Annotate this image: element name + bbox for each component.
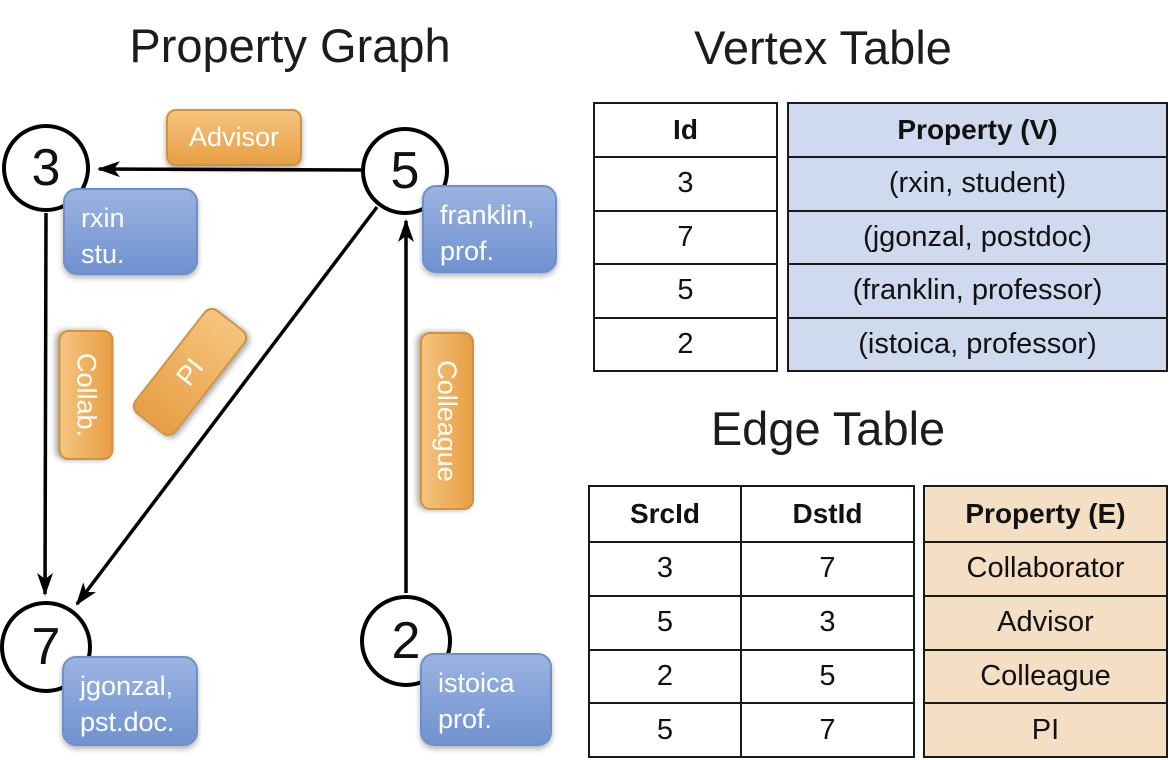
graph-title: Property Graph xyxy=(129,19,451,72)
edge-label-collab-wrapper: Collab. xyxy=(58,330,113,460)
edge-table-dst-cell: 7 xyxy=(819,552,836,585)
edge-label-advisor: Advisor xyxy=(166,109,302,166)
edge-5-to-3-advisor xyxy=(97,161,362,178)
vertex-circle-5: 5 xyxy=(361,127,449,215)
edge-table-src-cell: 5 xyxy=(590,596,742,649)
vertex-property-line: pst.doc. xyxy=(80,706,175,737)
vertex-table-id-header: Id xyxy=(673,114,698,145)
edge-table-dst-cell: 7 xyxy=(819,713,836,746)
vertex-table-id-cell: 3 xyxy=(677,167,694,200)
vertex-property-box-2: istoica prof. xyxy=(420,653,552,746)
vertex-table-id-cell: 5 xyxy=(677,274,694,307)
edge-table-property-header: Property (E) xyxy=(965,498,1126,529)
vertex-property-line: stu. xyxy=(81,238,125,269)
vertex-id-3: 3 xyxy=(31,139,61,197)
vertex-property-line: prof. xyxy=(438,703,493,734)
edge-table-property-cell: PI xyxy=(1031,713,1060,746)
vertex-circle-2: 2 xyxy=(360,595,452,687)
vertex-table-id-cell: 7 xyxy=(677,220,694,253)
edge-table-dst-cell: 3 xyxy=(819,606,836,639)
edge-label-colleague-wrapper: Colleague xyxy=(420,332,474,510)
edge-table-property-cell: Colleague xyxy=(980,659,1111,692)
vertex-table-property-cell: (rxin, student) xyxy=(888,167,1067,200)
vertex-id-7: 7 xyxy=(31,618,61,676)
edge-table-dstid-header: DstId xyxy=(792,498,863,529)
vertex-property-line: franklin, xyxy=(440,200,535,230)
vertex-table-property-cell: (istoica, professor) xyxy=(858,327,1097,360)
edge-3-to-7-collab xyxy=(37,212,54,596)
vertex-property-line: rxin xyxy=(81,203,125,233)
edge-table-src-cell: 2 xyxy=(590,650,742,703)
vertex-table-property-cell: (franklin, professor) xyxy=(852,274,1103,307)
vertex-table-property-header: Property (V) xyxy=(897,114,1058,145)
edge-table-ids-columns: SrcId DstId 3 7 5 3 2 5 5 7 xyxy=(588,485,915,758)
vertex-property-line: prof. xyxy=(440,235,495,266)
vertex-table-id-cell: 2 xyxy=(677,327,694,360)
edge-label-collab: Collab. xyxy=(58,330,113,460)
edge-table-src-cell: 5 xyxy=(590,704,742,756)
edge-table-property-cell: Advisor xyxy=(997,606,1094,639)
vertex-table-title: Vertex Table xyxy=(694,21,952,74)
edge-table-dst-cell: 5 xyxy=(819,659,836,692)
vertex-table-id-column: Id 3 7 5 2 xyxy=(593,102,778,372)
edge-label-colleague: Colleague xyxy=(420,332,474,510)
edge-table-src-cell: 3 xyxy=(590,543,742,595)
edge-table-title: Edge Table xyxy=(710,402,946,455)
vertex-property-box-3: rxin stu. xyxy=(63,188,198,275)
vertex-property-box-5: franklin, prof. xyxy=(422,185,557,273)
vertex-property-line: istoica xyxy=(438,668,515,698)
edge-table-srcid-header: SrcId xyxy=(590,487,742,541)
vertex-property-box-7: jgonzal, pst.doc. xyxy=(62,656,198,746)
vertex-id-2: 2 xyxy=(391,612,421,670)
vertex-id-5: 5 xyxy=(390,142,420,200)
edge-table-property-cell: Collaborator xyxy=(966,552,1125,585)
graph-edges-layer xyxy=(37,161,414,606)
vertex-table-property-cell: (jgonzal, postdoc) xyxy=(863,220,1092,253)
edge-table-property-column: Property (E) Collaborator Advisor Collea… xyxy=(923,485,1168,758)
edge-5-to-7-pi xyxy=(75,205,379,606)
vertex-property-line: jgonzal, xyxy=(80,671,174,701)
vertex-table-property-column: Property (V) (rxin, student) (jgonzal, p… xyxy=(787,102,1168,372)
